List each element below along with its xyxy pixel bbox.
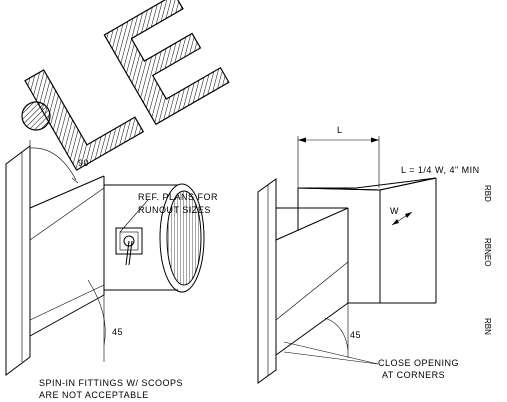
dim-L-label: L bbox=[337, 125, 343, 135]
note-spin-line2: ARE NOT ACCEPTABLE bbox=[39, 390, 149, 400]
edge-text-3: RBN bbox=[483, 318, 492, 335]
left-fitting: 90 45 REF. PLANS FOR RUNOUT SIZES SPIN-I… bbox=[5, 140, 218, 400]
damper-box bbox=[115, 227, 143, 255]
angle-45-arc-right bbox=[324, 317, 349, 351]
formula-label: L = 1/4 W, 4" MIN bbox=[401, 165, 480, 175]
note-close-line2: AT CORNERS bbox=[382, 370, 445, 380]
angle-90-label: 90 bbox=[78, 158, 89, 168]
watermark: LE bbox=[0, 0, 251, 203]
damper-knob bbox=[123, 235, 135, 247]
right-wall-plane bbox=[257, 178, 277, 384]
note-ref-line2: RUNOUT SIZES bbox=[138, 205, 211, 215]
right-fitting: L L = 1/4 W, 4" MIN W 45 CLOSE OPENING A… bbox=[257, 125, 492, 384]
damper-handle bbox=[125, 240, 130, 266]
angle-45-arc-left bbox=[87, 279, 106, 346]
angle-45-label-right: 45 bbox=[350, 330, 361, 340]
watermark-dot bbox=[21, 101, 51, 131]
note-ref-line1: REF. PLANS FOR bbox=[138, 192, 218, 202]
dim-W-label: W bbox=[390, 206, 399, 216]
angle-90-arc bbox=[29, 147, 77, 181]
angle-45-label-left: 45 bbox=[112, 327, 123, 337]
edge-text-1: RBD bbox=[483, 185, 492, 202]
left-wall-plane bbox=[5, 145, 31, 376]
watermark-text: LE bbox=[0, 0, 250, 203]
note-spin-line1: SPIN-IN FITTINGS W/ SCOOPS bbox=[39, 378, 183, 388]
edge-text-2: RBNEO bbox=[483, 238, 492, 266]
note-close-line1: CLOSE OPENING bbox=[378, 358, 459, 368]
